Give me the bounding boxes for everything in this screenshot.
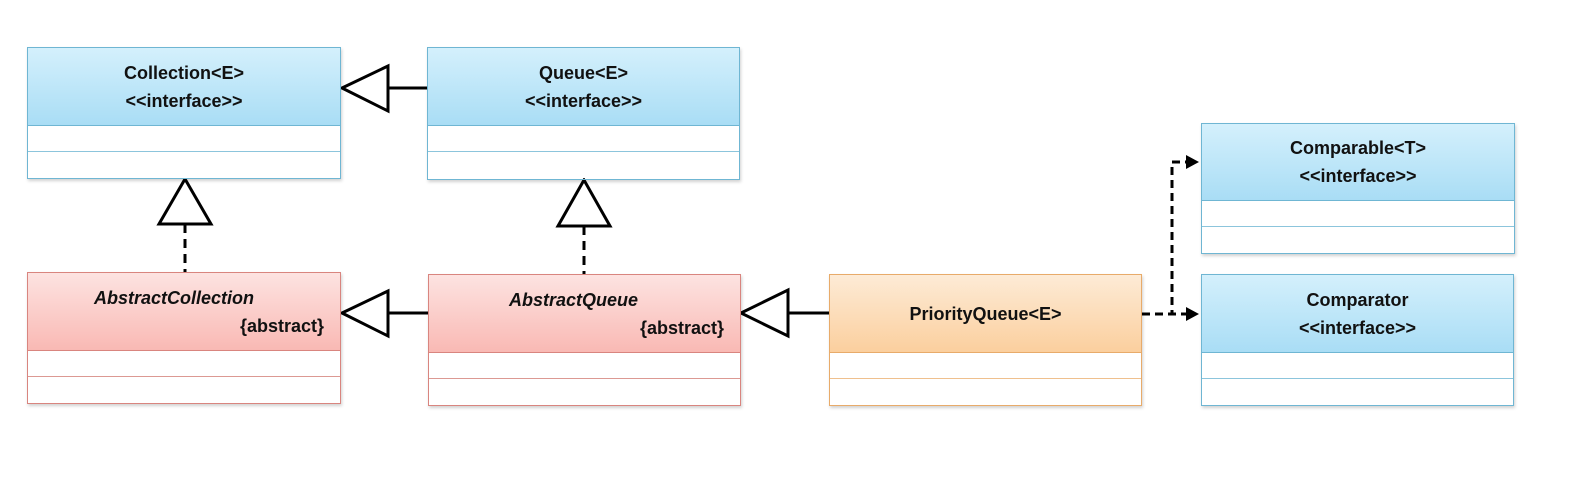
class-queue-header: Queue<E> <<interface>> bbox=[428, 48, 739, 126]
class-comparator-attributes bbox=[1202, 353, 1513, 379]
class-collection-name: Collection<E> bbox=[123, 62, 245, 83]
class-abstract-collection-stereotype: {abstract} bbox=[239, 315, 324, 336]
class-comparable-attributes bbox=[1202, 201, 1514, 228]
class-comparator-name: Comparator bbox=[1306, 289, 1409, 310]
realization-abstractcollection-to-collection bbox=[156, 176, 214, 272]
class-abstract-collection-operations bbox=[28, 377, 340, 403]
class-comparable-stereotype: <<interface>> bbox=[1299, 166, 1417, 187]
class-queue-operations bbox=[428, 152, 739, 178]
class-comparable-operations bbox=[1202, 227, 1514, 253]
generalization-queue-to-collection bbox=[338, 63, 427, 114]
class-comparator-stereotype: <<interface>> bbox=[1298, 317, 1417, 338]
class-queue-stereotype: <<interface>> bbox=[524, 90, 643, 111]
class-comparator-header: Comparator <<interface>> bbox=[1202, 275, 1513, 353]
class-priority-queue-operations bbox=[830, 379, 1141, 405]
class-priority-queue-attributes bbox=[830, 353, 1141, 379]
class-collection: Collection<E> <<interface>> bbox=[27, 47, 341, 179]
class-priority-queue: PriorityQueue<E> bbox=[829, 274, 1142, 406]
class-priority-queue-name: PriorityQueue<E> bbox=[909, 303, 1062, 324]
class-comparable: Comparable<T> <<interface>> bbox=[1201, 123, 1515, 254]
class-queue-name: Queue<E> bbox=[538, 62, 629, 83]
generalization-priorityqueue-to-abstractqueue bbox=[737, 287, 829, 339]
class-collection-header: Collection<E> <<interface>> bbox=[28, 48, 340, 126]
class-abstract-queue-stereotype: {abstract} bbox=[639, 317, 724, 338]
class-abstract-collection-header: AbstractCollection {abstract} bbox=[28, 273, 340, 351]
dependency-priorityqueue-to-comparable bbox=[1142, 155, 1199, 316]
class-abstract-collection: AbstractCollection {abstract} bbox=[27, 272, 341, 404]
dependency-priorityqueue-to-comparator bbox=[1142, 307, 1199, 321]
class-abstract-collection-attributes bbox=[28, 351, 340, 377]
class-priority-queue-header: PriorityQueue<E> bbox=[830, 275, 1141, 353]
class-abstract-collection-name: AbstractCollection bbox=[94, 287, 255, 308]
class-abstract-queue-attributes bbox=[429, 353, 740, 379]
realization-abstractqueue-to-queue bbox=[555, 176, 613, 274]
class-collection-operations bbox=[28, 152, 340, 178]
class-abstract-queue: AbstractQueue {abstract} bbox=[428, 274, 741, 406]
class-collection-stereotype: <<interface>> bbox=[125, 90, 243, 111]
class-queue-attributes bbox=[428, 126, 739, 152]
class-queue: Queue<E> <<interface>> bbox=[427, 47, 740, 180]
generalization-abstractqueue-to-abstractcollection bbox=[338, 288, 428, 339]
class-comparator-operations bbox=[1202, 379, 1513, 405]
class-abstract-queue-name: AbstractQueue bbox=[509, 289, 639, 310]
class-abstract-queue-operations bbox=[429, 379, 740, 405]
class-comparator: Comparator <<interface>> bbox=[1201, 274, 1514, 406]
class-collection-attributes bbox=[28, 126, 340, 152]
class-comparable-header: Comparable<T> <<interface>> bbox=[1202, 124, 1514, 202]
class-abstract-queue-header: AbstractQueue {abstract} bbox=[429, 275, 740, 353]
class-comparable-name: Comparable<T> bbox=[1289, 138, 1427, 159]
